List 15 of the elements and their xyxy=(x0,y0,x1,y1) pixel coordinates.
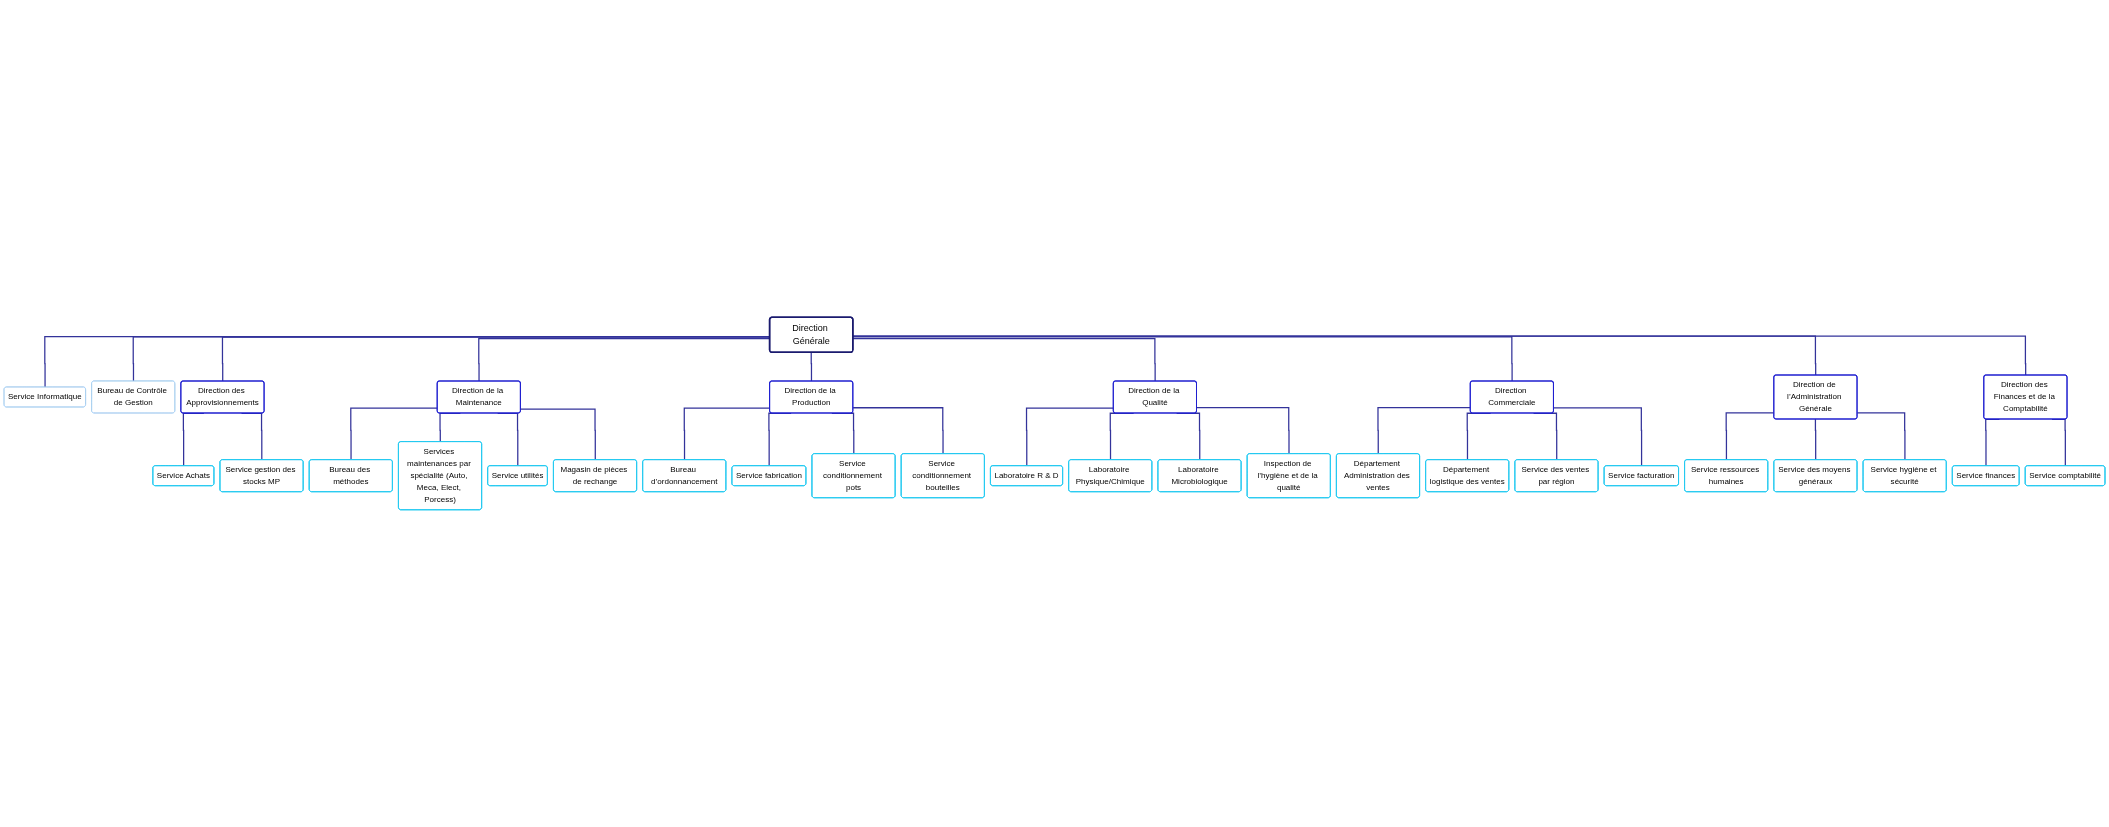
connector xyxy=(1553,407,1643,467)
connector xyxy=(1377,406,1472,455)
connector xyxy=(852,407,944,455)
connector xyxy=(1025,407,1115,467)
connector xyxy=(852,336,1513,382)
connector xyxy=(852,335,2027,376)
connector xyxy=(852,337,1156,382)
connector xyxy=(1814,418,1817,461)
connector xyxy=(1725,412,1775,461)
connector xyxy=(683,407,771,461)
connector xyxy=(350,407,439,461)
connector xyxy=(810,351,813,382)
connector xyxy=(1856,412,1906,461)
connector xyxy=(1196,406,1290,455)
connector xyxy=(520,408,596,461)
